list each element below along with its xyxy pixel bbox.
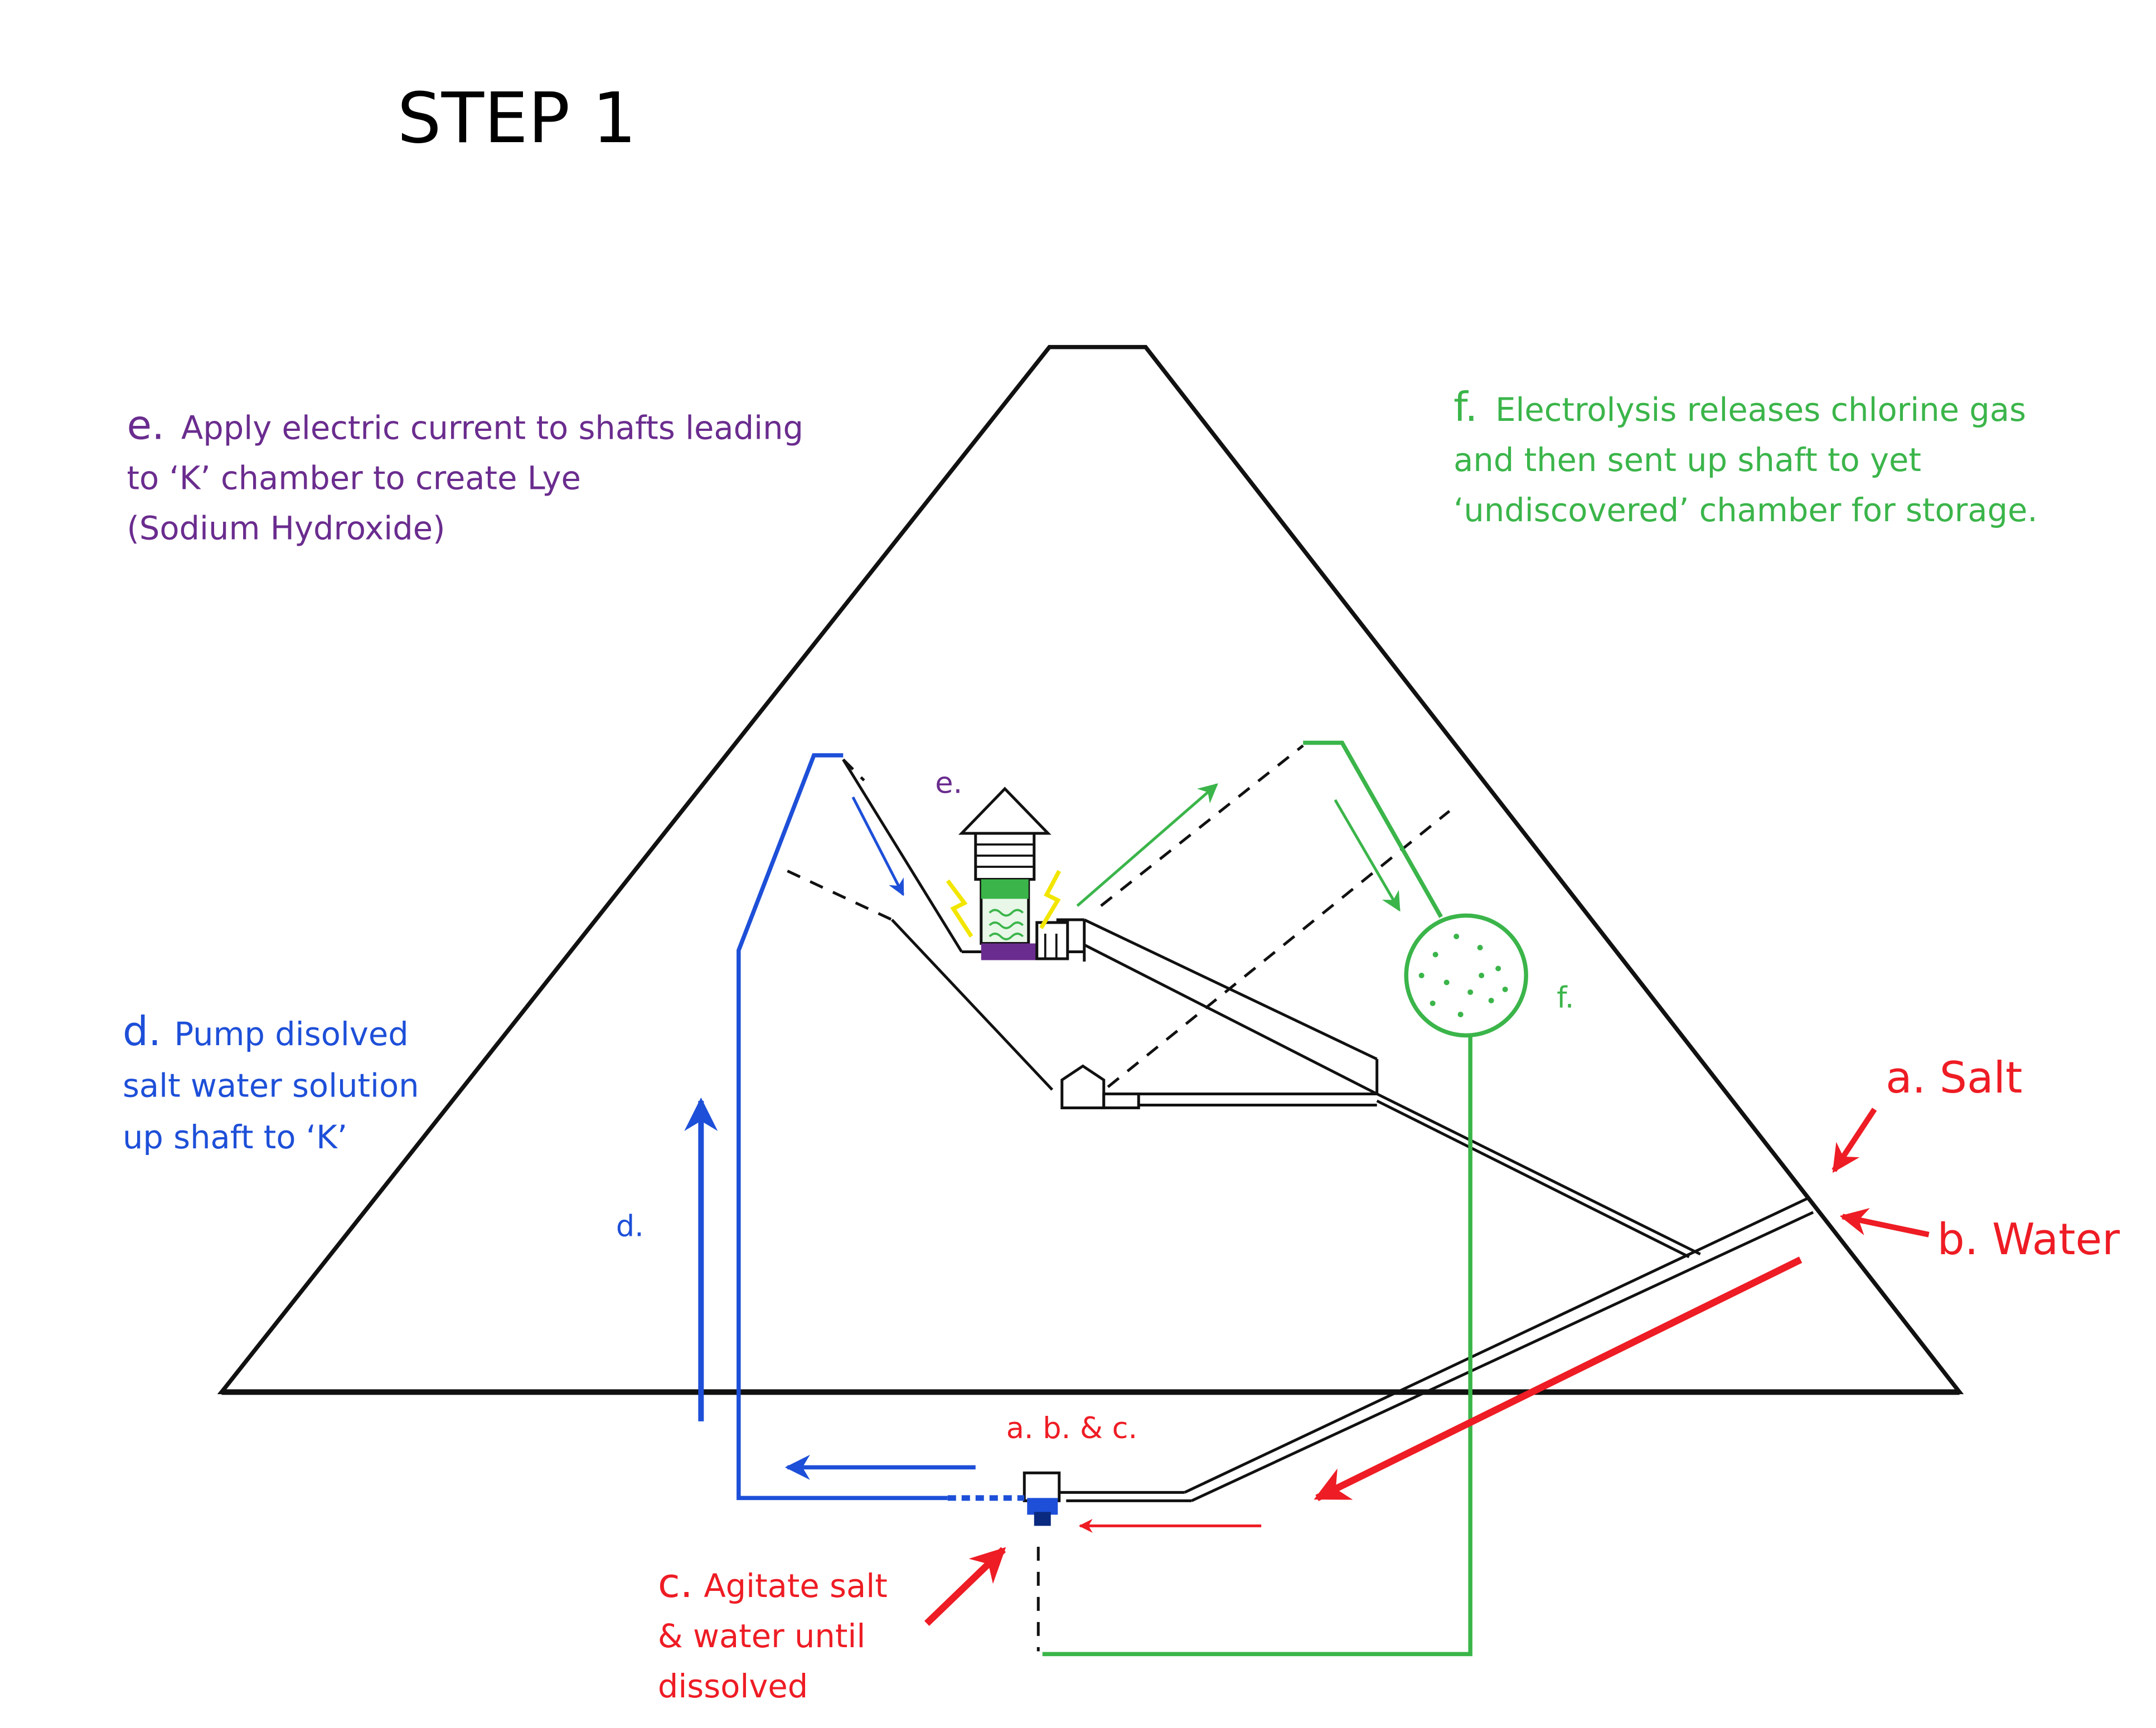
label-water: b. Water — [1937, 1215, 2120, 1265]
marker-abc: a. b. & c. — [1006, 1411, 1137, 1445]
note-f: f. Electrolysis releases chlorine gas an… — [1454, 384, 2037, 529]
note-d-line: Pump disolved — [174, 1016, 408, 1053]
marker-d: d. — [616, 1209, 644, 1243]
marker-f: f. — [1557, 981, 1574, 1015]
note-c-line: Agitate salt — [704, 1567, 887, 1605]
green-shaft — [1042, 740, 1472, 1657]
note-c-letter: c. — [658, 1560, 693, 1607]
blue-arrow-down — [851, 796, 905, 896]
queens-chamber — [1060, 1064, 1140, 1109]
note-f-letter: f. — [1454, 384, 1477, 431]
dashed-shafts — [787, 744, 1451, 1652]
red-arrow-water — [1839, 1208, 1930, 1237]
kings-chamber-building — [958, 787, 1069, 960]
storage-chamber-f — [1404, 913, 1528, 1038]
note-f-line: and then sent up shaft to yet — [1454, 441, 1921, 479]
note-e: e. Apply electric current to shafts lead… — [127, 402, 803, 547]
note-d-line: up shaft to ‘K’ — [123, 1119, 347, 1156]
note-c: c. Agitate salt & water until dissolved — [658, 1560, 888, 1705]
subterranean-chamber — [1023, 1471, 1061, 1526]
marker-e: e. — [935, 766, 962, 800]
note-e-line: (Sodium Hydroxide) — [127, 510, 445, 547]
red-arrow-descend — [1314, 1256, 1803, 1501]
blue-shaft — [737, 753, 948, 1501]
note-c-line: dissolved — [658, 1668, 808, 1705]
step-title: STEP 1 — [397, 78, 636, 159]
note-f-line: ‘undiscovered’ chamber for storage. — [1454, 492, 2037, 529]
note-d-letter: d. — [123, 1008, 161, 1055]
note-e-line: to ‘K’ chamber to create Lye — [127, 460, 580, 497]
note-d: d. Pump disolved salt water solution up … — [123, 1008, 419, 1156]
note-f-line: Electrolysis releases chlorine gas — [1495, 391, 2026, 429]
lightning-bolt-icon — [946, 870, 1062, 938]
gas-particles — [1418, 933, 1508, 1017]
green-arrow-up — [1076, 783, 1218, 907]
note-d-line: salt water solution — [123, 1067, 419, 1104]
red-arrow-agitate — [924, 1547, 1006, 1626]
note-c-line: & water until — [658, 1618, 866, 1655]
note-e-letter: e. — [127, 402, 164, 449]
note-e-line: Apply electric current to shafts leading — [181, 410, 803, 447]
red-arrow-salt — [1832, 1108, 1877, 1173]
green-arrow-down — [1334, 799, 1401, 912]
label-salt: a. Salt — [1886, 1053, 2022, 1103]
